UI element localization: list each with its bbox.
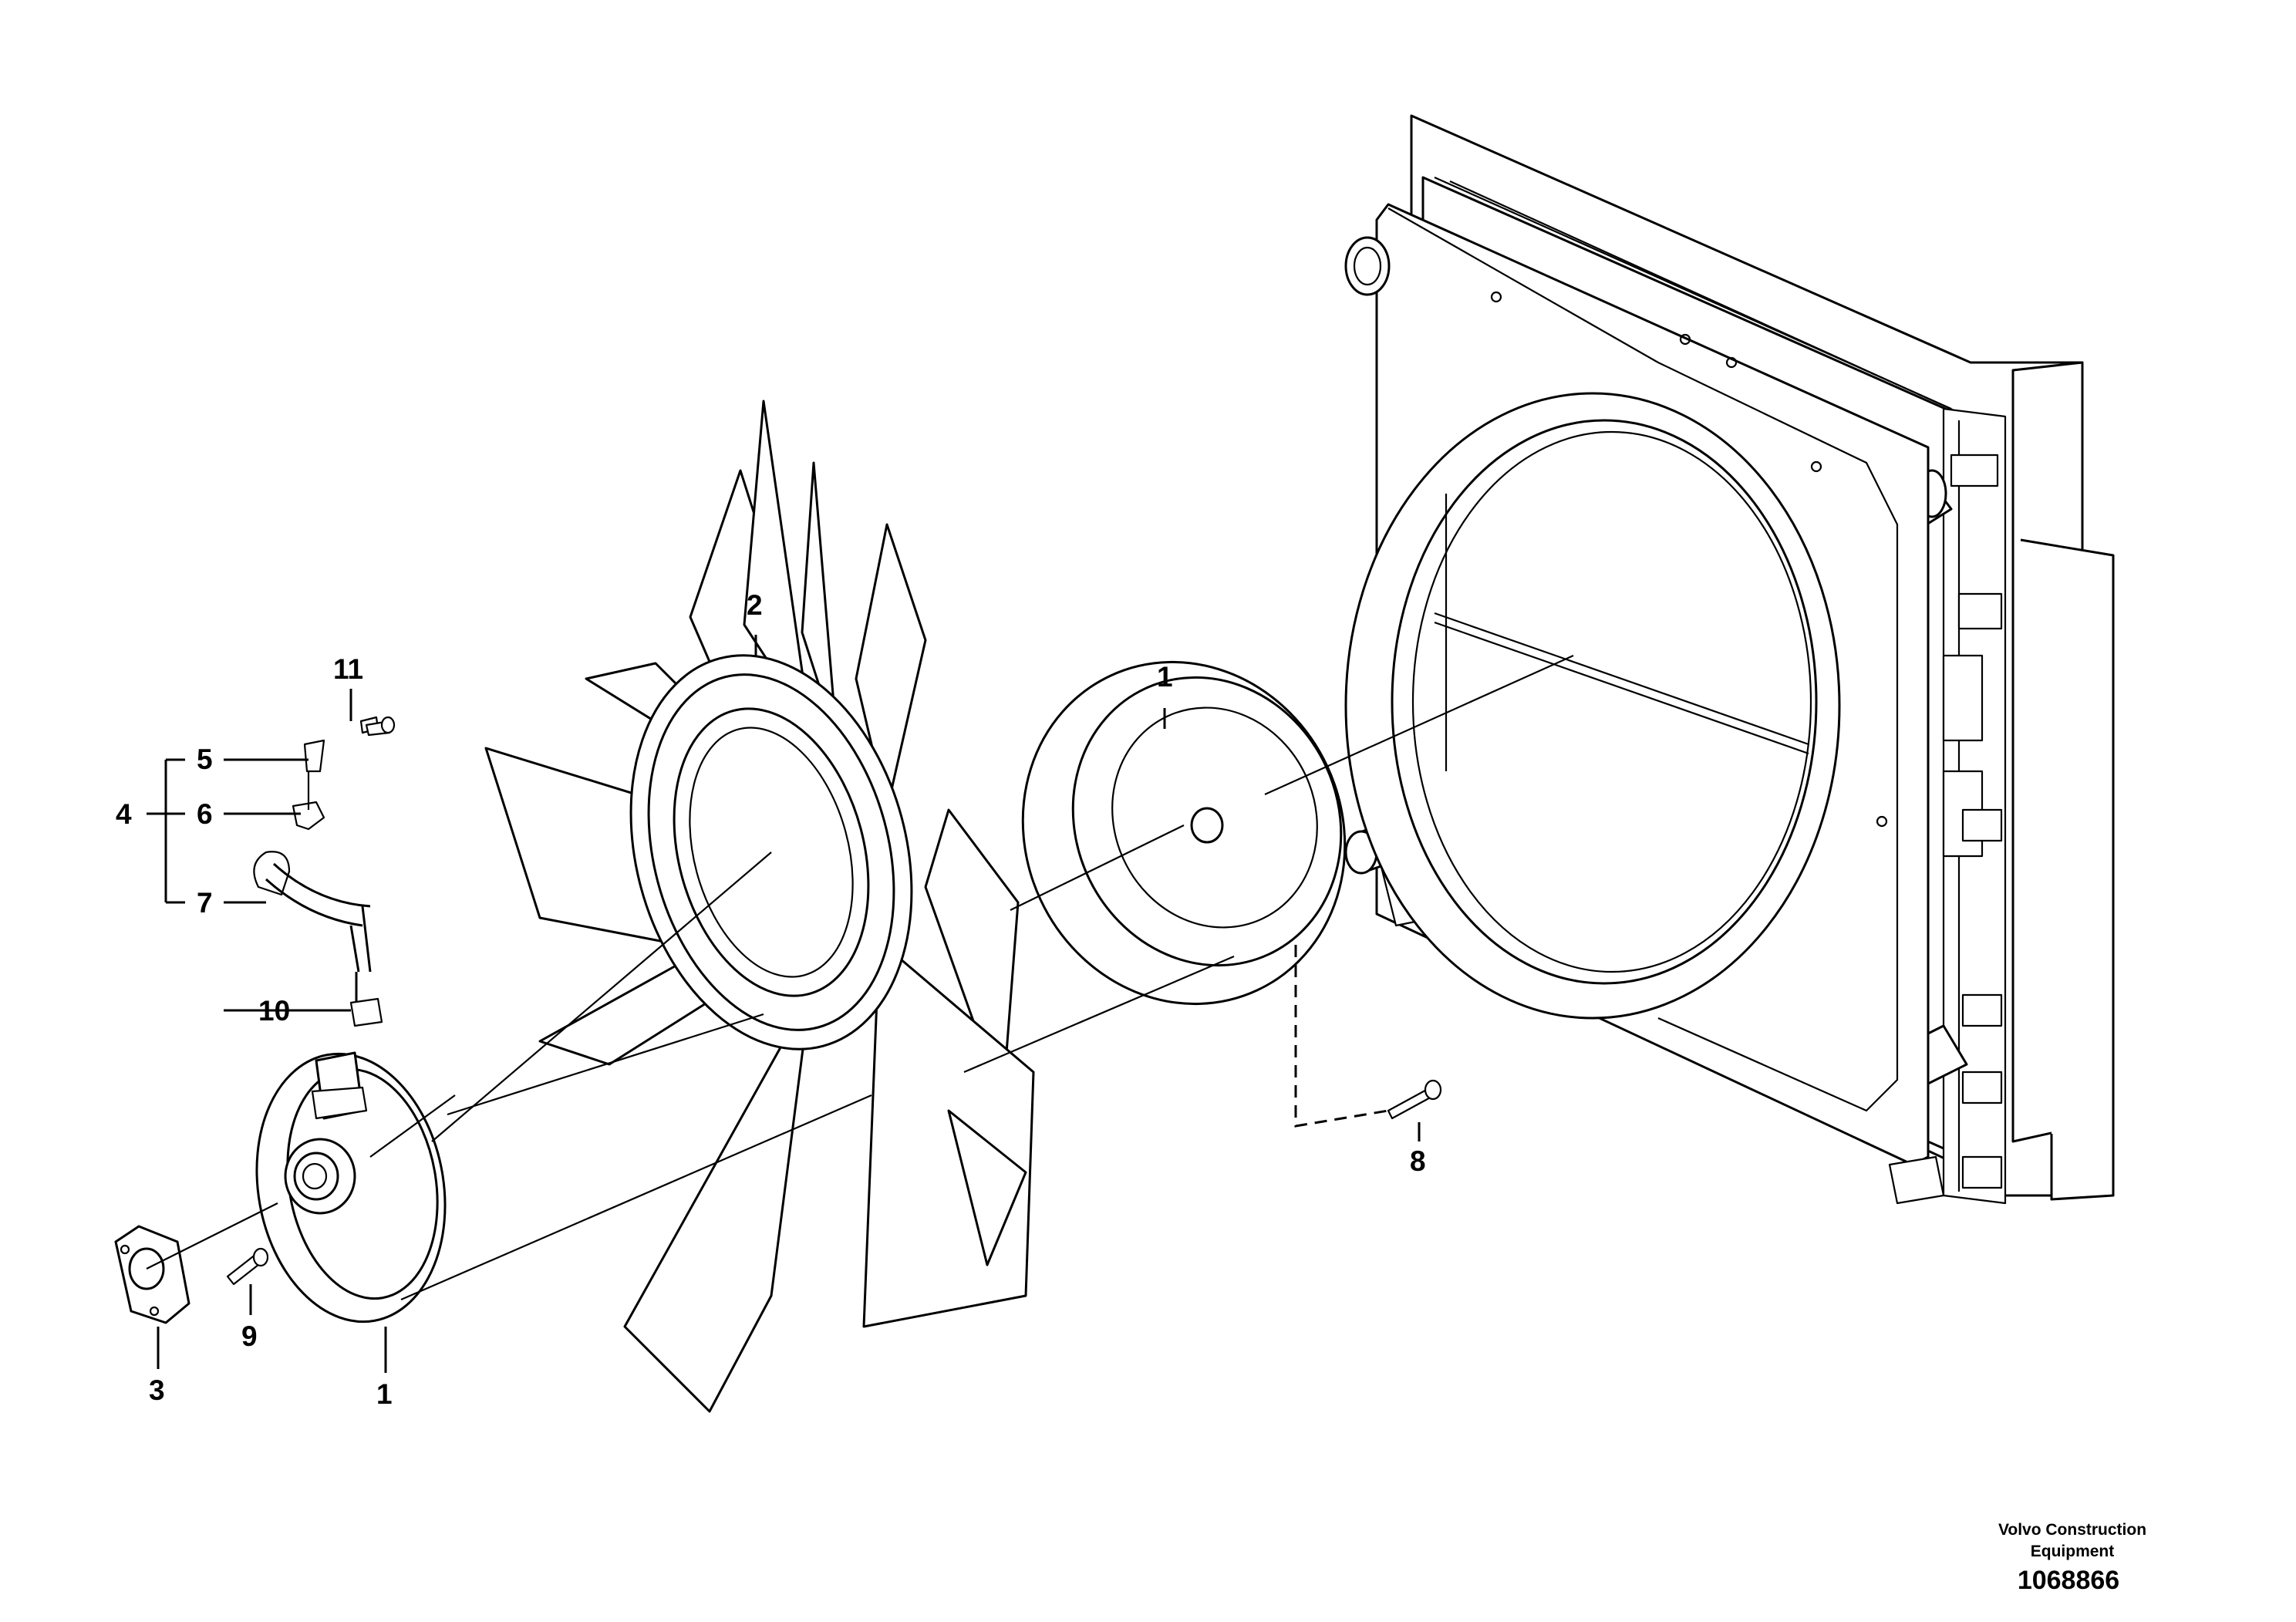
callout-2: 2 xyxy=(747,589,763,621)
assembly-lines xyxy=(146,654,1574,1301)
sensor-harness xyxy=(253,716,396,1027)
callout-1-rear: 1 xyxy=(1157,661,1173,693)
brand-caption: Volvo Construction Equipment xyxy=(1957,1519,2188,1563)
bolt-9 xyxy=(226,1247,269,1286)
callout-11: 11 xyxy=(333,653,363,685)
callout-9: 9 xyxy=(241,1320,258,1352)
fan-clutch-front xyxy=(255,1051,447,1324)
callout-7: 7 xyxy=(197,887,213,919)
callout-5: 5 xyxy=(197,744,213,775)
callout-3: 3 xyxy=(149,1374,165,1406)
callout-10: 10 xyxy=(258,995,290,1027)
document-number: 1068866 xyxy=(2017,1566,2120,1595)
adapter-flange xyxy=(114,1225,190,1324)
radiator-shroud-assembly xyxy=(1344,114,2115,1205)
fan-clutch-rear xyxy=(1021,660,1347,1006)
brand-line-2: Equipment xyxy=(2030,1543,2115,1560)
brand-line-1: Volvo Construction xyxy=(1998,1521,2147,1539)
callout-4: 4 xyxy=(116,798,132,830)
callout-1-front: 1 xyxy=(376,1378,393,1410)
callout-8: 8 xyxy=(1410,1145,1426,1177)
leader-lines xyxy=(147,635,1421,1373)
cooling-fan xyxy=(484,400,1035,1413)
callout-labels: 2 1 11 5 4 6 7 10 8 9 3 1 xyxy=(116,589,1426,1410)
bolt-8 xyxy=(1387,1079,1442,1120)
callout-6: 6 xyxy=(197,798,213,830)
